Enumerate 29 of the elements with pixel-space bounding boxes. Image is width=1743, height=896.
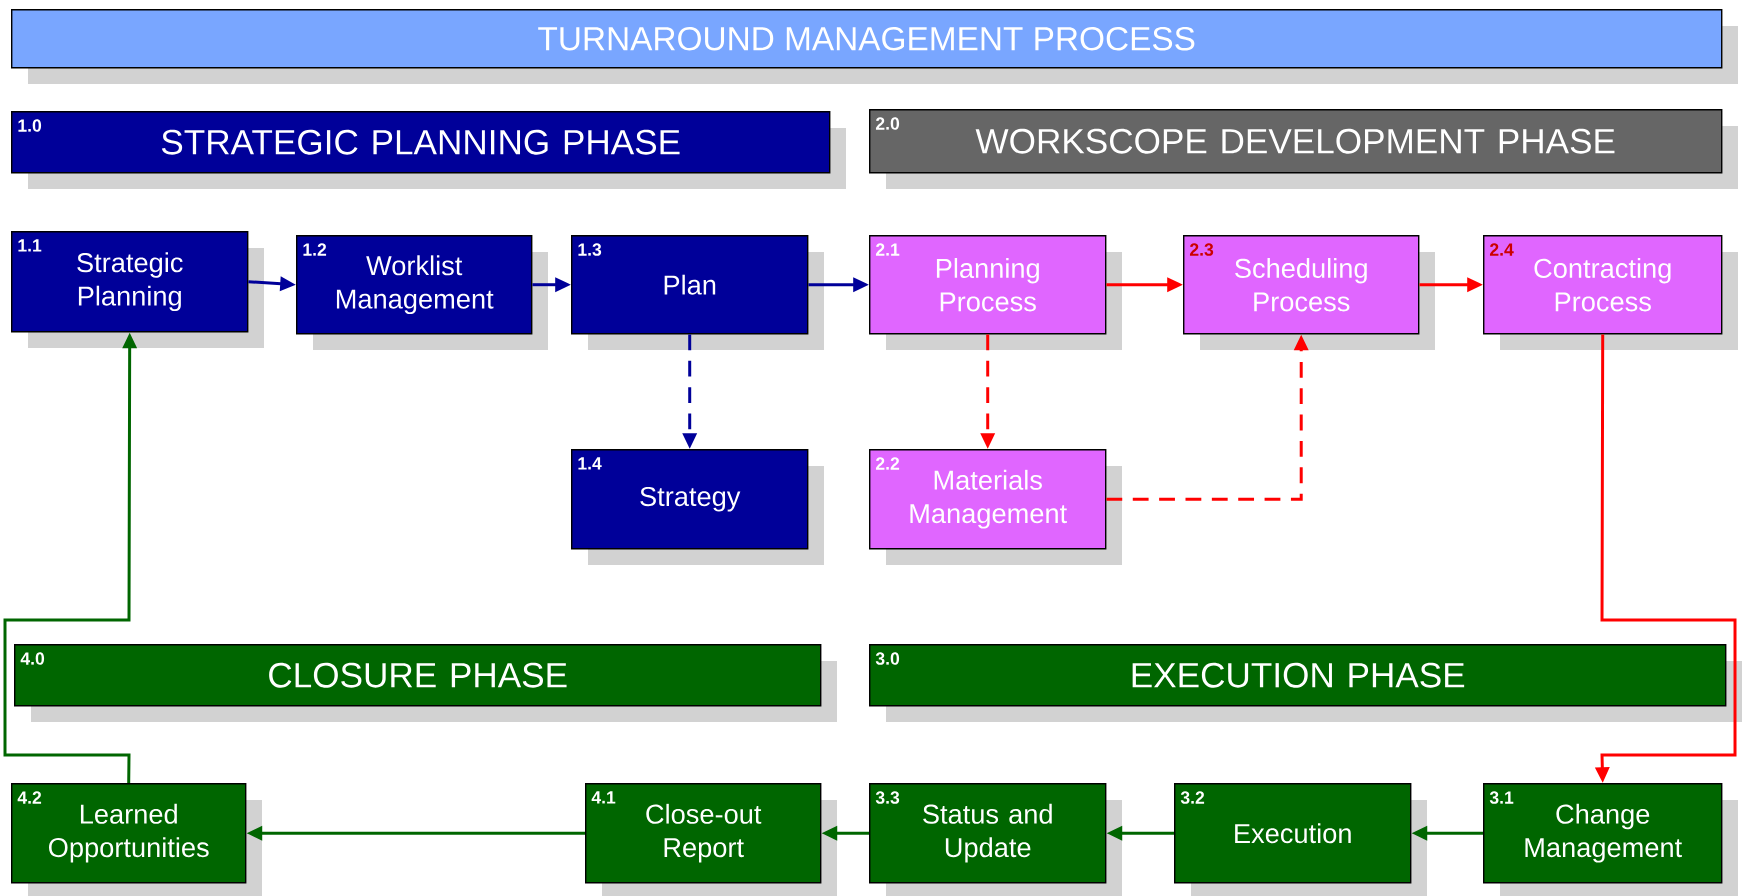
process-box: Status and Update 3.3 [869,783,1122,896]
process-box: Change Management 3.1 [1483,783,1738,896]
process-box: Materials Management 2.2 [869,449,1122,565]
title-banner: TURNAROUND MANAGEMENT PROCESS [11,9,1738,84]
process-box: Strategy 1.4 [571,449,824,565]
process-box: Scheduling Process 2.3 [1183,235,1435,350]
process-box: Execution 3.2 [1174,783,1427,896]
node-label: 2.1 [875,243,900,256]
process-box: Close-out Report 4.1 [585,783,837,896]
node-label: 3.2 [1180,791,1205,804]
phase-banner: WORKSCOPE DEVELOPMENT PHASE 2.0 [869,109,1738,189]
node-label: 2.3 [1189,243,1214,256]
phase-banner: CLOSURE PHASE 4.0 [14,644,837,722]
phase-banner: EXECUTION PHASE 3.0 [869,644,1742,722]
process-box: Contracting Process 2.4 [1483,235,1738,350]
node-label: 2.4 [1489,243,1514,256]
node-label: 4.2 [17,791,42,804]
node-label: 1.1 [18,239,42,252]
process-box: Plan 1.3 [571,235,824,350]
node-label: 3.1 [1489,791,1514,804]
process-box: Strategic Planning 1.1 [11,231,264,348]
process-box: Planning Process 2.1 [869,235,1122,350]
node-label: 4.1 [591,791,616,804]
process-box: Learned Opportunities 4.2 [11,783,262,896]
process-box: Worklist Management 1.2 [296,235,548,350]
node-label: 1.3 [578,243,602,256]
node-label: 4.0 [20,652,45,665]
node-label: 3.3 [875,791,900,804]
phase-banner: STRATEGIC PLANNING PHASE 1.0 [11,111,846,189]
